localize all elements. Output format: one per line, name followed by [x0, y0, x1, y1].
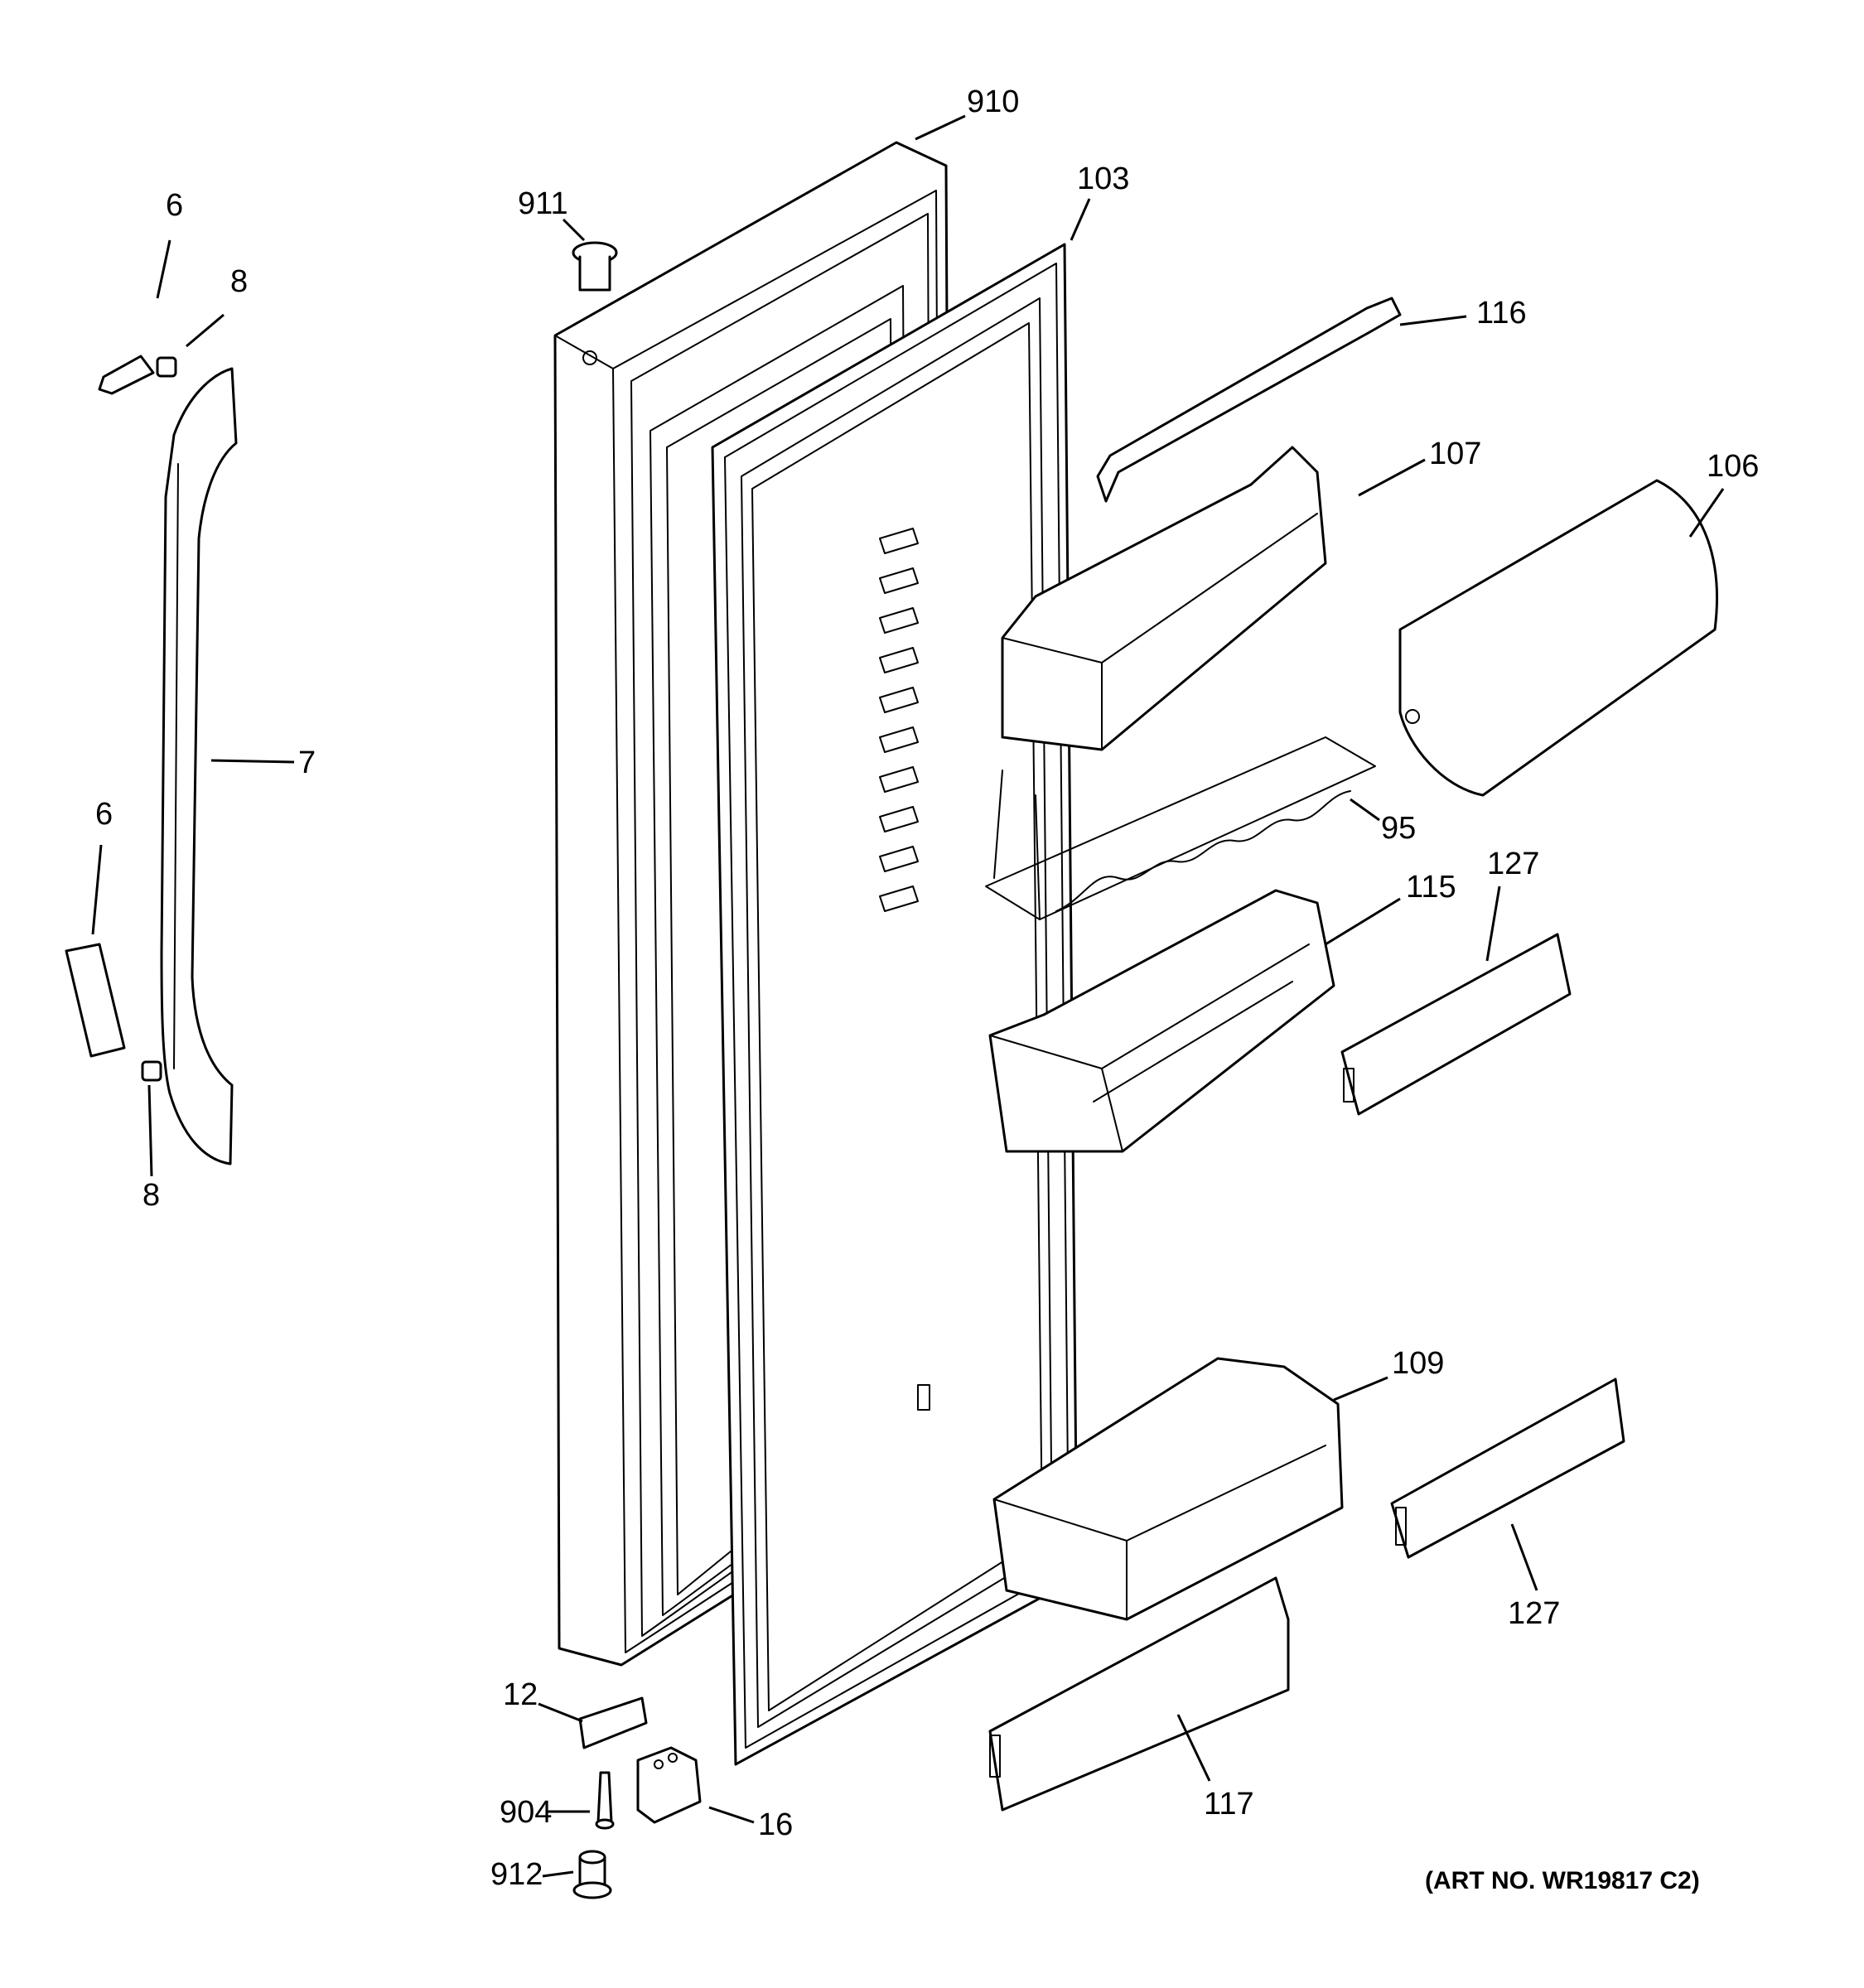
wire-shelf-95 [985, 736, 1376, 920]
callout-116: 116 [1476, 296, 1527, 331]
callout-8-bottom: 8 [142, 1178, 160, 1213]
callout-115: 115 [1406, 870, 1456, 905]
shelf-front-127-upper [1340, 933, 1572, 1116]
dairy-door-106 [1398, 479, 1718, 797]
callout-6-top: 6 [166, 188, 183, 223]
callout-7: 7 [298, 746, 316, 780]
callout-109: 109 [1392, 1346, 1444, 1381]
callout-904: 904 [500, 1795, 552, 1830]
callout-127-lower: 127 [1508, 1596, 1560, 1631]
screw-904 [595, 1771, 615, 1830]
callout-912: 912 [490, 1857, 543, 1892]
handle-screw-top [156, 356, 177, 378]
callout-910: 910 [967, 84, 1019, 119]
hinge-bracket-16 [636, 1746, 702, 1824]
hinge-plug-bottom [572, 1850, 612, 1899]
callout-8-top: 8 [230, 264, 248, 299]
handle-end-cap-top [98, 355, 155, 395]
shelf-clip-ribs [879, 528, 930, 1411]
callout-6-bottom: 6 [95, 797, 113, 832]
shelf-bin-109 [992, 1357, 1344, 1621]
shelf-bar-116 [1096, 297, 1402, 503]
callout-103: 103 [1077, 162, 1129, 196]
shelf-front-127-lower [1390, 1378, 1625, 1559]
hinge-plug-top [572, 241, 618, 292]
handle-end-cap-bottom [65, 943, 126, 1058]
callout-16: 16 [758, 1807, 793, 1842]
callout-95: 95 [1381, 811, 1416, 846]
door-handle [160, 367, 238, 1165]
handle-screw-bottom [141, 1060, 162, 1082]
leader-lines [91, 114, 1725, 1878]
callout-106: 106 [1707, 449, 1759, 484]
callout-12: 12 [503, 1677, 538, 1712]
callout-127-upper: 127 [1487, 847, 1539, 881]
art-number: (ART NO. WR19817 C2) [1425, 1867, 1700, 1894]
dairy-bin-107 [1001, 446, 1327, 751]
callout-107: 107 [1429, 437, 1481, 471]
hinge-12 [578, 1696, 648, 1749]
door-gasket [711, 243, 1079, 1766]
callout-117: 117 [1204, 1787, 1254, 1822]
callout-911: 911 [518, 186, 568, 221]
bin-front-117 [988, 1576, 1290, 1812]
